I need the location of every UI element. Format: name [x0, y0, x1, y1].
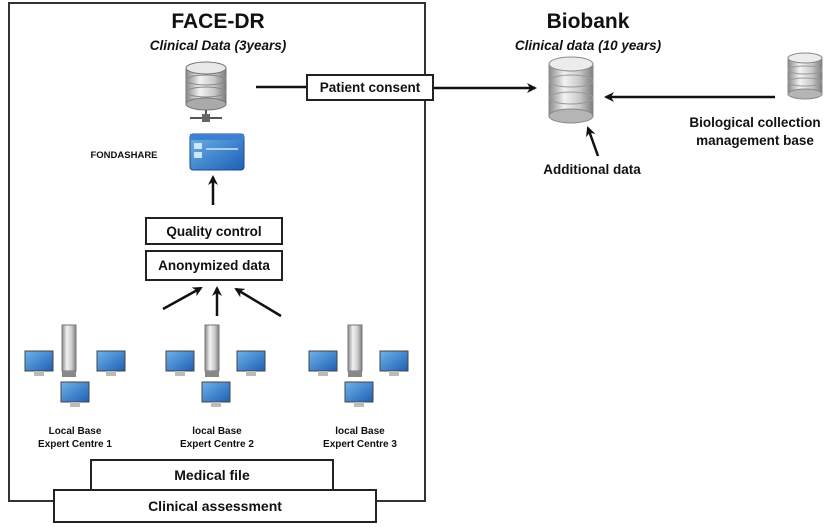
centre2-label-line1: local Base [192, 426, 242, 437]
anonymized-data-box: Anonymized data [145, 250, 283, 281]
biobank-subtitle: Clinical data (10 years) [514, 38, 662, 53]
face-dr-title: FACE-DR [171, 10, 265, 33]
centre1-label-line1: Local Base [48, 426, 102, 437]
centre3-icons [308, 324, 409, 407]
centre2-label-line2: Expert Centre 2 [180, 439, 254, 450]
medical-file-box: Medical file [90, 459, 334, 491]
clinical-assessment-box: Clinical assessment [53, 489, 377, 523]
fondashare-label: FONDASHARE [90, 150, 158, 161]
centre1-label-line2: Expert Centre 1 [38, 439, 112, 450]
centre3-label-line2: Expert Centre 3 [323, 439, 397, 450]
quality-control-box: Quality control [145, 217, 283, 245]
face-dr-subtitle: Clinical Data (3years) [149, 38, 287, 53]
centre3-arrow [234, 287, 282, 318]
centre1-icons [24, 324, 126, 407]
centre3-label: local Base Expert Centre 3 [305, 425, 415, 451]
centre2-label: local Base Expert Centre 2 [162, 425, 272, 451]
centre2-icons [165, 324, 266, 407]
patient-consent-box: Patient consent [306, 74, 434, 101]
bio-collection-line1: Biological collection [689, 115, 821, 130]
biobank-title: Biobank [546, 10, 630, 33]
additional-data-arrow [585, 126, 600, 157]
centre3-label-line1: local Base [335, 426, 385, 437]
centre1-arrow [162, 286, 203, 311]
centre1-label: Local Base Expert Centre 1 [20, 425, 130, 451]
additional-data-label: Additional data [543, 162, 641, 177]
bio-collection-line2: management base [696, 133, 814, 148]
bio-collection-label: Biological collection management base [682, 114, 828, 150]
